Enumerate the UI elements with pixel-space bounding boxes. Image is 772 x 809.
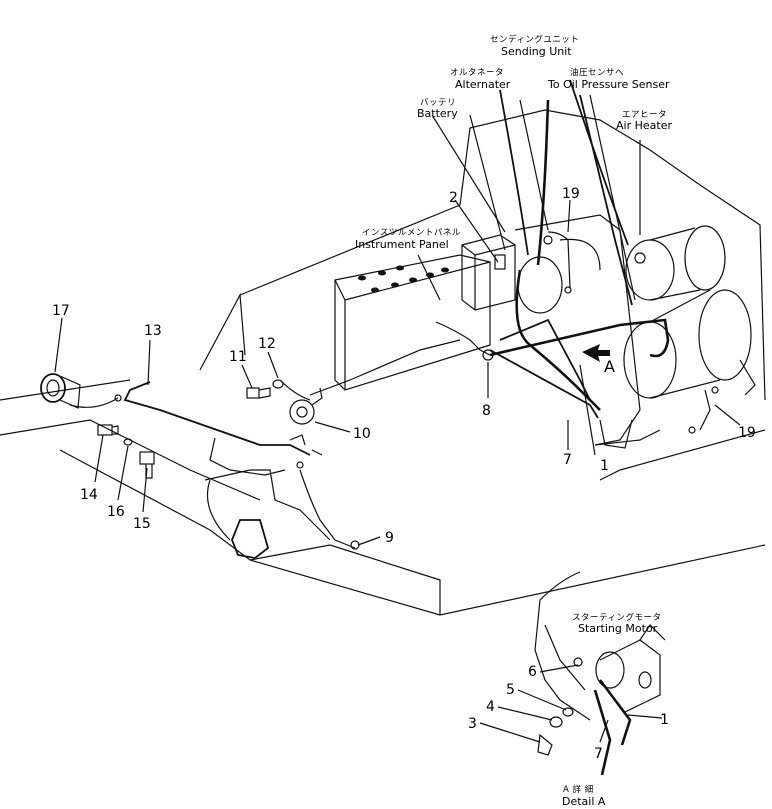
callout-1: 1 [600,458,609,474]
callout-4: 4 [486,699,495,715]
instrument-panel-label: Instrument Panel [355,238,449,251]
part-callouts: 2 19 19 1 7 8 10 9 11 12 13 17 14 16 15 … [52,186,756,762]
callout-12: 12 [258,336,276,352]
callout-11: 11 [229,349,247,365]
callout-17: 17 [52,303,70,319]
callout-10: 10 [353,426,371,442]
callout-9: 9 [385,530,394,546]
chassis-frame [0,109,766,616]
instrument-panel-label-jp: インスツルメントパネル [362,228,461,238]
detail-label-jp: A 詳 細 [563,784,594,795]
callout-14: 14 [80,487,98,503]
callout-5: 5 [506,682,515,698]
component-labels: センディングユニット Sending Unit オルタネータ Alternate… [355,34,672,808]
battery-label: Battery [417,107,458,120]
callout-3: 3 [468,716,477,732]
starting-motor-label: Starting Motor [578,622,658,635]
starting-motor-detail [534,571,666,776]
callout-16: 16 [107,504,125,520]
air-heater-cylinder-lower [623,289,756,399]
air-heater-label-jp: エアヒータ [622,110,667,120]
air-heater-label: Air Heater [616,119,672,132]
alternater-label-jp: オルタネータ [450,68,504,78]
starting-motor-label-jp: スターティングモータ [572,612,662,623]
view-arrow-a: A [582,344,615,376]
callout-19-upper: 19 [562,186,580,202]
battery-label-jp: バッテリ [420,98,456,108]
callout-6: 6 [528,664,537,680]
leader-lines [54,94,741,743]
alternater-label: Alternater [455,78,511,91]
oil-sensor-label: To Oil Pressure Senser [547,78,670,91]
air-heater-cylinder-upper [625,225,726,301]
callout-7: 7 [563,452,572,468]
callout-2: 2 [449,190,458,206]
callout-1-detail: 1 [660,712,669,728]
callout-7-detail: 7 [594,746,603,762]
view-arrow-label: A [604,357,615,376]
callout-13: 13 [144,323,162,339]
oil-sensor-label-jp: 油圧センサへ [570,67,624,78]
callout-15: 15 [133,516,151,532]
horn [289,387,323,456]
small-fasteners [97,379,284,479]
panel-gauge-holes [358,265,449,293]
wire-harness [69,79,719,550]
sending-unit-label: Sending Unit [501,45,572,58]
engine-block [514,214,756,449]
battery-box [461,234,516,311]
instrument-panel-box [334,254,491,391]
headlamp [40,373,81,409]
detail-label: Detail A [562,795,606,808]
sending-unit-label-jp: センディングユニット [490,34,579,45]
callout-19-lower: 19 [738,425,756,441]
callout-8: 8 [482,403,491,419]
